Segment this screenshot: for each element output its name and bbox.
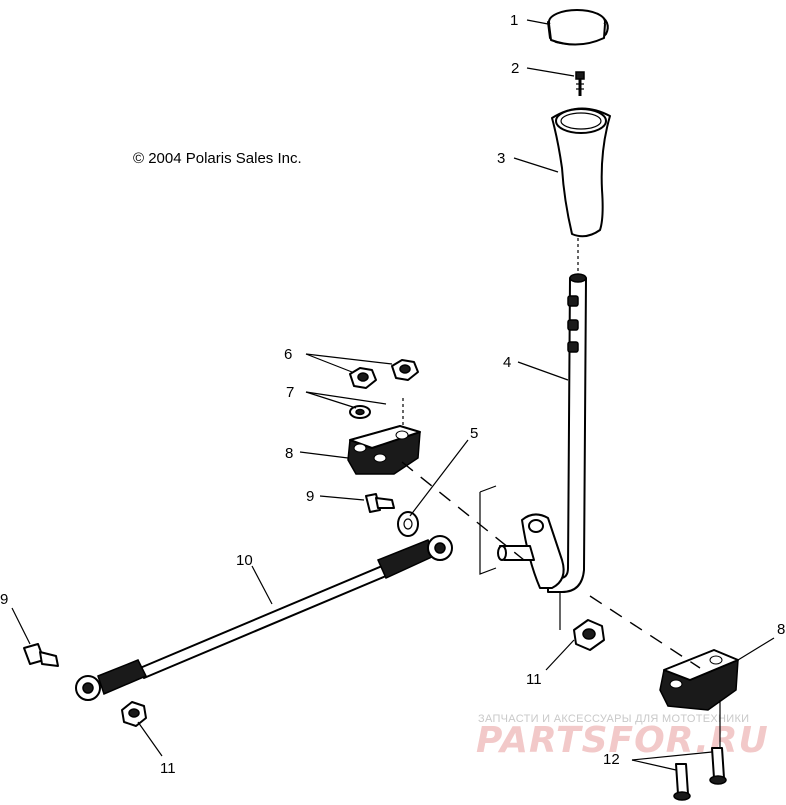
part-8-pivot-block-upper <box>347 425 421 475</box>
part-9-bolt-left <box>23 643 59 667</box>
part-4-shift-lever <box>497 238 587 593</box>
part-9-bolt-upper <box>365 493 395 513</box>
callout-6: 6 <box>284 346 292 363</box>
callout-3: 3 <box>497 150 505 167</box>
callout-11-left: 11 <box>160 760 176 777</box>
callout-8-lower: 8 <box>777 621 785 638</box>
callout-12: 12 <box>603 751 620 768</box>
part-12-bolts <box>673 747 727 801</box>
callout-9-left: 9 <box>0 591 8 608</box>
callout-9-upper: 9 <box>306 488 314 505</box>
callout-7: 7 <box>286 384 294 401</box>
part-3-handle-grip <box>551 107 611 238</box>
callout-4: 4 <box>503 354 511 371</box>
part-11-lock-nut-left <box>121 701 147 727</box>
callout-5: 5 <box>470 425 478 442</box>
part-2-set-screw <box>575 71 585 96</box>
assembly-guides <box>401 461 721 748</box>
callout-8-upper: 8 <box>285 445 293 462</box>
callout-2: 2 <box>511 60 519 77</box>
part-11-lock-nut-right <box>573 619 605 651</box>
part-7-washers <box>349 398 404 426</box>
part-1-knob-cap <box>547 9 609 46</box>
watermark-brand: PARTSFOR.RU <box>476 720 769 761</box>
part-8-pivot-block-lower <box>659 649 739 711</box>
part-5-washer <box>397 511 419 537</box>
part-6-nuts <box>349 359 419 389</box>
copyright-text: © 2004 Polaris Sales Inc. <box>133 150 302 167</box>
callout-1: 1 <box>510 12 518 29</box>
callout-10: 10 <box>236 552 253 569</box>
watermark-tagline: ЗАПЧАСТИ И АКСЕССУАРЫ ДЛЯ МОТОТЕХНИКИ <box>478 713 749 725</box>
leader-lines <box>11 19 775 771</box>
part-10-tie-rod <box>75 535 453 701</box>
callout-11-right: 11 <box>526 671 542 688</box>
callout-labels: 1 2 3 4 5 6 7 8 8 9 9 10 11 11 12 <box>0 12 785 777</box>
